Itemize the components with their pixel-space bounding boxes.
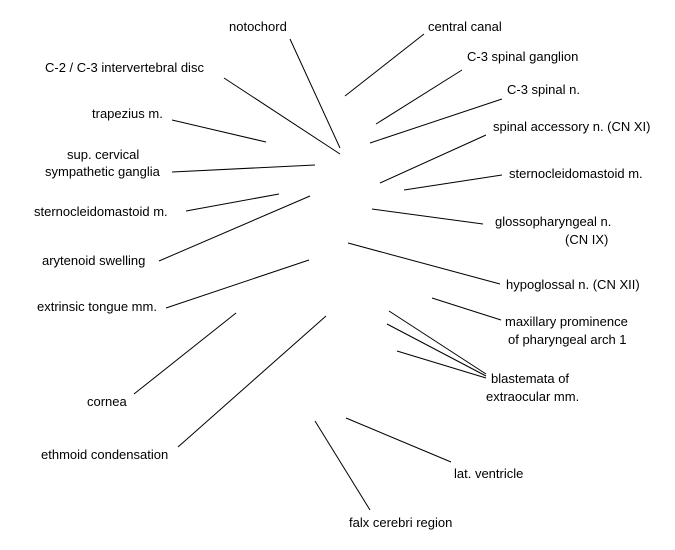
- labels: notochord central canal C-2 / C-3 interv…: [34, 19, 651, 530]
- leader-c3-spinal-ganglion: [375, 69, 463, 125]
- label-cornea: cornea: [87, 394, 128, 409]
- label-trapezius: trapezius m.: [92, 106, 163, 121]
- leader-spinal-accessory: [379, 134, 487, 184]
- leader-central-canal: [344, 33, 425, 97]
- leader-hypoglossal: [347, 242, 501, 285]
- leader-blastemata-3: [396, 350, 487, 379]
- leader-lat-ventricle: [345, 417, 452, 463]
- leader-notochord: [289, 38, 341, 149]
- leader-sup-cervical: [171, 164, 316, 173]
- leader-sternocleidomastoid-right: [403, 174, 503, 191]
- leader-blastemata-1: [388, 310, 487, 375]
- label-sternocleidomastoid-left: sternocleidomastoid m.: [34, 204, 168, 219]
- label-lat-ventricle: lat. ventricle: [454, 466, 523, 481]
- label-arytenoid: arytenoid swelling: [42, 253, 145, 268]
- label-c3-spinal-nerve: C-3 spinal n.: [507, 82, 580, 97]
- label-extrinsic-tongue: extrinsic tongue mm.: [37, 299, 157, 314]
- label-notochord: notochord: [229, 19, 287, 34]
- leader-lines: [133, 33, 503, 511]
- leader-glossopharyngeal: [371, 208, 484, 225]
- label-central-canal: central canal: [428, 19, 502, 34]
- label-sup-cervical-line1: sup. cervical: [67, 147, 139, 162]
- leader-c2-c3-disc: [223, 77, 341, 155]
- leader-maxillary: [431, 297, 502, 321]
- label-sternocleidomastoid-right: sternocleidomastoid m.: [509, 166, 643, 181]
- leader-ethmoid: [177, 315, 327, 448]
- label-falx-cerebri: falx cerebri region: [349, 515, 452, 530]
- label-hypoglossal: hypoglossal n. (CN XII): [506, 277, 640, 292]
- label-maxillary-line1: maxillary prominence: [505, 314, 628, 329]
- leader-c3-spinal-nerve: [369, 98, 503, 144]
- label-sup-cervical-line2: sympathetic ganglia: [45, 164, 161, 179]
- label-glossopharyngeal-line2: (CN IX): [565, 232, 608, 247]
- leader-arytenoid: [158, 195, 311, 262]
- leader-blastemata-2: [386, 323, 487, 377]
- label-ethmoid: ethmoid condensation: [41, 447, 168, 462]
- label-c2-c3-disc: C-2 / C-3 intervertebral disc: [45, 60, 204, 75]
- label-glossopharyngeal-line1: glossopharyngeal n.: [495, 214, 611, 229]
- leader-trapezius: [171, 119, 267, 143]
- leader-falx-cerebri: [314, 420, 371, 511]
- label-blastemata-line1: blastemata of: [491, 371, 569, 386]
- leader-sternocleidomastoid-left: [185, 193, 280, 212]
- label-maxillary-line2: of pharyngeal arch 1: [508, 332, 627, 347]
- label-spinal-accessory: spinal accessory n. (CN XI): [493, 119, 651, 134]
- leader-cornea: [133, 312, 237, 395]
- label-c3-spinal-ganglion: C-3 spinal ganglion: [467, 49, 578, 64]
- label-blastemata-line2: extraocular mm.: [486, 389, 579, 404]
- leader-extrinsic-tongue: [165, 259, 310, 309]
